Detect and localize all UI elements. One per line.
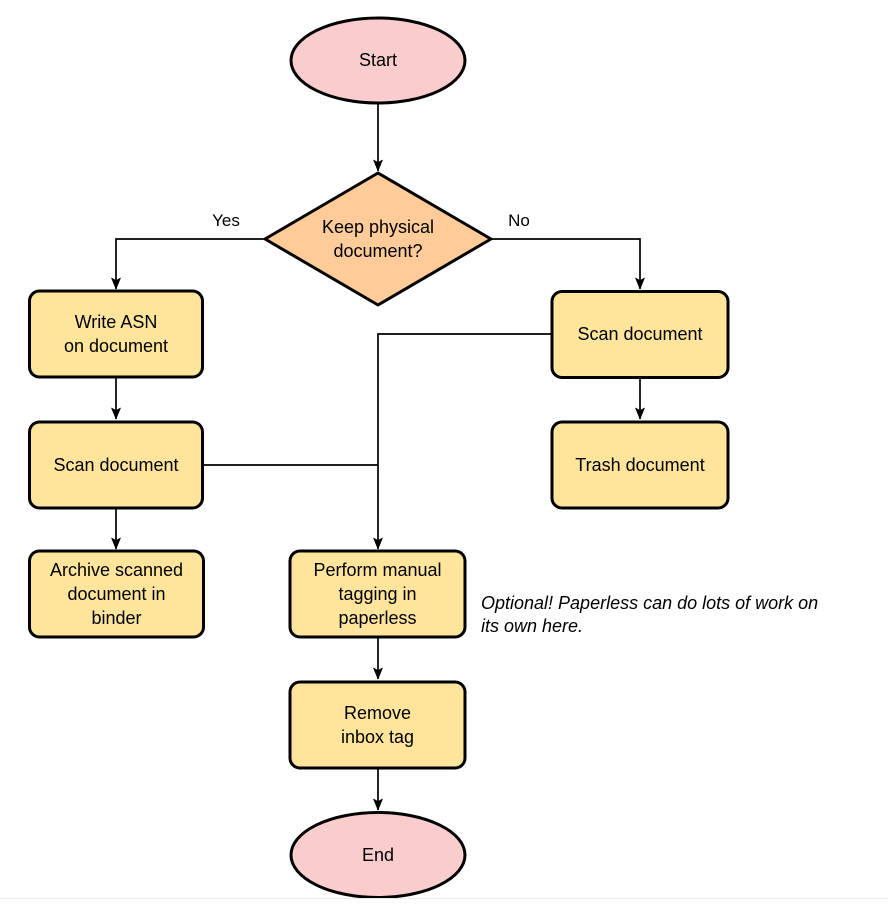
tagging-box-shape [288,549,467,639]
start-terminator-shape [289,16,467,105]
decision-diamond-shape [263,171,493,307]
yes-edge-label: Yes [212,211,240,230]
bottom-divider [0,898,888,899]
archive-box-shape [28,549,205,639]
edge-decision-yes-to-write-asn [111,238,265,290]
optional-note: Optional! Paperless can do lots of work … [481,593,819,636]
remove-inbox-box-shape [288,680,467,770]
edge-scan-right-to-tagging [373,333,552,550]
scan-right-box-shape [550,290,730,379]
trash-box-shape [550,420,730,510]
write-asn-box-shape [28,289,204,379]
scan-left-box-shape [28,420,204,510]
no-edge-label: No [508,211,530,230]
end-terminator-shape [289,811,467,899]
edge-decision-no-to-scan-right [491,238,645,290]
